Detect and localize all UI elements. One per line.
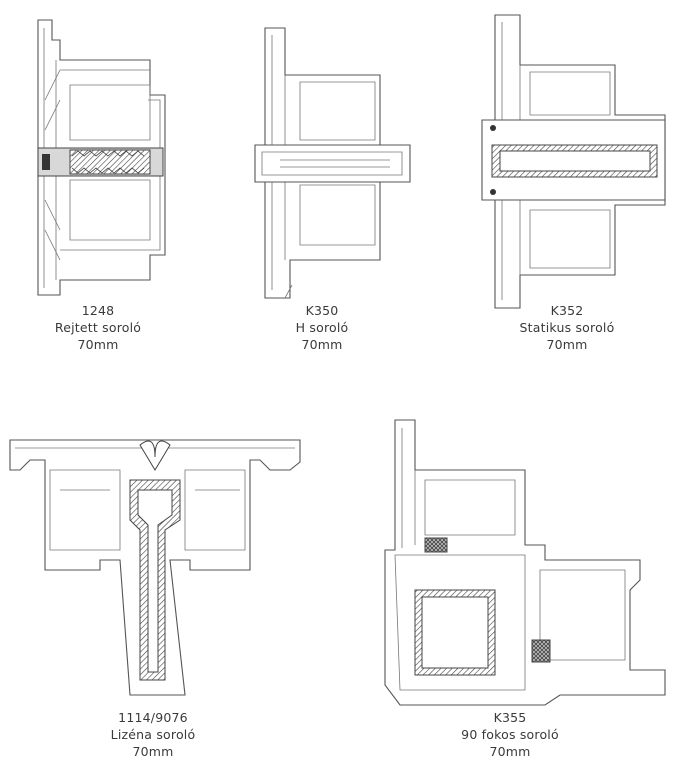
profile-code: K352 — [550, 303, 584, 318]
profile-size: 70mm — [132, 744, 174, 759]
profile-code: 1248 — [81, 303, 115, 318]
profile-size: 70mm — [489, 744, 531, 759]
profile-k355-drawing — [384, 419, 666, 706]
profile-code: K355 — [493, 710, 527, 725]
profile-size: 70mm — [546, 337, 588, 352]
profile-code: 1114/9076 — [118, 710, 188, 725]
profile-name: H soroló — [295, 320, 349, 335]
profile-1114-9076-drawing — [9, 439, 301, 696]
profile-k350-drawing — [254, 27, 411, 299]
profile-name: Rejtett soroló — [54, 320, 142, 335]
profile-1248-drawing — [37, 19, 166, 296]
profile-label-1114-9076: 1114/9076 Lizéna soroló 70mm — [63, 709, 243, 760]
profile-size: 70mm — [77, 337, 119, 352]
profile-k352-drawing — [481, 14, 666, 309]
profile-name: Statikus soroló — [519, 320, 615, 335]
profile-size: 70mm — [301, 337, 343, 352]
profile-label-1248: 1248 Rejtett soroló 70mm — [8, 302, 188, 353]
profile-code: K350 — [305, 303, 339, 318]
profile-label-k350: K350 H soroló 70mm — [232, 302, 412, 353]
profile-name: 90 fokos soroló — [461, 727, 559, 742]
profile-name: Lizéna soroló — [110, 727, 196, 742]
profile-label-k352: K352 Statikus soroló 70mm — [477, 302, 657, 353]
profile-label-k355: K355 90 fokos soroló 70mm — [420, 709, 600, 760]
